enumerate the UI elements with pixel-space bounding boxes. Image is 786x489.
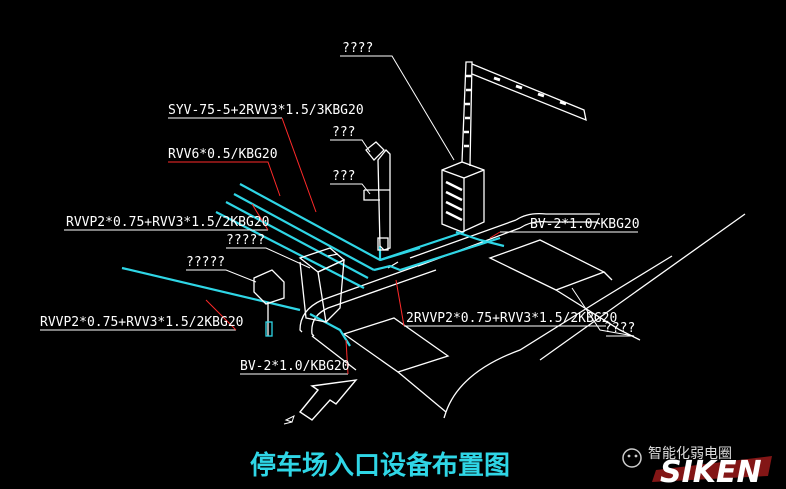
entry-arrow-icon [283,379,358,425]
label-loop-detector: ???? [604,321,635,336]
ticket-machine-icon [298,247,346,323]
road-outlines [299,212,746,419]
label-camera-b: ??? [332,169,355,184]
wechat-icon [622,448,642,468]
label-cable-rvvp-lower: RVVP2*0.75+RVV3*1.5/2KBG20 [40,315,244,330]
sign-board-icon [253,269,285,337]
watermark: 智能化弱电圈 SIKEN [622,446,772,489]
label-camera-a: ??? [332,125,355,140]
label-cable-2rvvp: 2RVVP2*0.75+RVV3*1.5/2KBG20 [406,311,617,326]
watermark-brand: SIKEN [660,455,762,489]
labels: ???? SYV-75-5+2RVV3*1.5/3KBG20 ??? RVV6*… [40,41,640,374]
label-cable-rvv6: RVV6*0.5/KBG20 [168,147,278,162]
label-barrier: ???? [342,41,373,56]
label-cable-bv-left: BV-2*1.0/KBG20 [240,359,350,374]
label-sign-board: ????? [186,255,225,270]
camera-pole-icon [363,141,391,251]
leader-lines [40,55,638,375]
barrier-gate-icon [441,61,587,233]
label-ticket-machine: ????? [226,233,265,248]
label-cable-bv-right: BV-2*1.0/KBG20 [530,217,640,232]
label-cable-syv: SYV-75-5+2RVV3*1.5/3KBG20 [168,103,364,118]
watermark-text: 智能化弱电圈 [648,446,732,462]
label-cable-rvvp-upper: RVVP2*0.75+RVV3*1.5/2KBG20 [66,215,270,230]
drawing-title: 停车场入口设备布置图 [250,450,510,481]
